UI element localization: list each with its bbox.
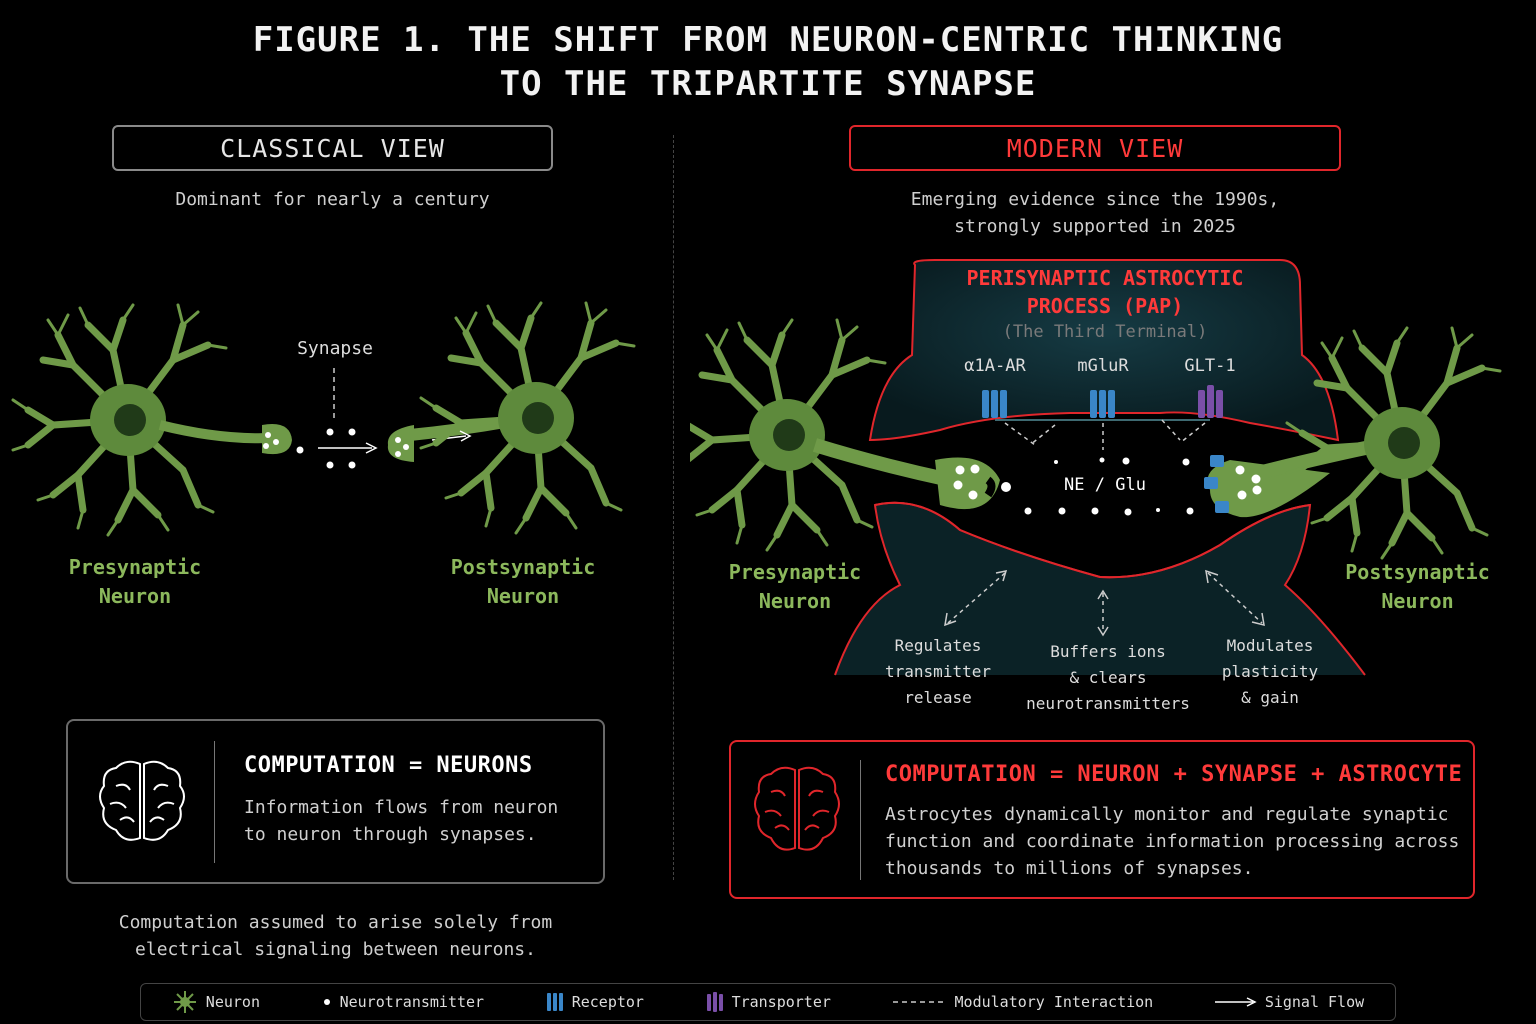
- receptor-label-mglur: mGluR: [1077, 356, 1129, 376]
- figure-title: FIGURE 1. THE SHIFT FROM NEURON-CENTRIC …: [0, 18, 1536, 106]
- classical-subtitle: Dominant for nearly a century: [175, 189, 490, 210]
- transmitter-label: NE / Glu: [1064, 475, 1146, 495]
- modern-card-body-line-1: Astrocytes dynamically monitor and regul…: [885, 804, 1449, 825]
- function-2-line-2: & clears: [1069, 668, 1147, 687]
- modern-card-separator: [860, 760, 861, 880]
- classical-presynaptic-label-line-1: Presynaptic: [68, 555, 202, 579]
- classical-computation-card: COMPUTATION = NEURONS Information flows …: [66, 719, 605, 884]
- modern-postsynaptic-neuron: [1287, 328, 1500, 558]
- legend-signal-flow-label: Signal Flow: [1264, 993, 1365, 1011]
- pap-title-line-2: PROCESS (PAP): [1026, 294, 1184, 318]
- figure-title-line-1: FIGURE 1. THE SHIFT FROM NEURON-CENTRIC …: [252, 20, 1284, 60]
- legend-modulatory-label: Modulatory Interaction: [954, 993, 1154, 1011]
- legend-item-receptor: Receptor: [546, 991, 644, 1013]
- modern-presynaptic-label-line-1: Presynaptic: [728, 560, 862, 584]
- legend-item-neurotransmitter: Neurotransmitter: [322, 993, 485, 1011]
- function-regulates-release: Regulates transmitter release: [868, 633, 1008, 711]
- legend-item-neuron: Neuron: [172, 989, 260, 1015]
- modern-presynaptic-neuron: [690, 320, 885, 550]
- legend-neurotransmitter-label: Neurotransmitter: [339, 993, 485, 1011]
- legend-item-modulatory: Modulatory Interaction: [892, 993, 1154, 1011]
- transporter-label-glt1: GLT-1: [1184, 356, 1236, 376]
- modern-postsynaptic-label-line-2: Neuron: [1381, 589, 1454, 613]
- modern-presynaptic-label: Presynaptic Neuron: [720, 558, 870, 616]
- legend-item-transporter: Transporter: [706, 991, 831, 1013]
- classical-view-header: CLASSICAL VIEW: [112, 125, 553, 171]
- classical-presynaptic-neuron: [13, 305, 226, 535]
- synapse-label: Synapse: [297, 338, 373, 359]
- legend-neuron-label: Neuron: [205, 993, 260, 1011]
- modern-card-body-line-3: thousands to millions of synapses.: [885, 858, 1254, 879]
- classical-postsynaptic-neuron: [421, 303, 634, 533]
- modern-view-header: MODERN VIEW: [849, 125, 1341, 171]
- classical-presynaptic-label-line-2: Neuron: [98, 584, 172, 608]
- modern-subtitle: Emerging evidence since the 1990s, stron…: [849, 186, 1341, 240]
- classical-presynaptic-label: Presynaptic Neuron: [40, 553, 230, 611]
- tripartite-synapse-diagram: [690, 259, 1530, 676]
- function-modulates-plasticity: Modulates plasticity & gain: [1200, 633, 1340, 711]
- dashed-line-legend-icon: [892, 1001, 947, 1003]
- modern-card-body-line-2: function and coordinate information proc…: [885, 831, 1460, 852]
- function-1-line-3: release: [904, 688, 972, 707]
- modern-card-title: COMPUTATION = NEURON + SYNAPSE + ASTROCY…: [885, 762, 1463, 787]
- modern-computation-card: COMPUTATION = NEURON + SYNAPSE + ASTROCY…: [729, 740, 1475, 899]
- function-3-line-3: & gain: [1241, 688, 1299, 707]
- glt1-transporter-icon: [1198, 385, 1223, 418]
- modern-postsynaptic-label: Postsynaptic Neuron: [1340, 558, 1495, 616]
- modern-subtitle-line-2: strongly supported in 2025: [954, 216, 1236, 237]
- legend-receptor-label: Receptor: [571, 993, 644, 1011]
- legend: Neuron Neurotransmitter Receptor Transpo…: [140, 983, 1396, 1021]
- classical-card-body: Information flows from neuron to neuron …: [244, 794, 558, 848]
- pap-subtitle: (The Third Terminal): [1002, 322, 1208, 342]
- modern-postsynaptic-label-line-1: Postsynaptic: [1345, 560, 1490, 584]
- classical-postsynaptic-label-line-1: Postsynaptic: [450, 555, 596, 579]
- pap-title-line-1: PERISYNAPTIC ASTROCYTIC: [966, 266, 1244, 290]
- classical-postsynaptic-label: Postsynaptic Neuron: [423, 553, 623, 611]
- legend-item-signal-flow: Signal Flow: [1214, 993, 1365, 1011]
- modern-subtitle-line-1: Emerging evidence since the 1990s,: [910, 189, 1280, 210]
- classical-footnote-line-1: Computation assumed to arise solely from: [118, 912, 553, 933]
- classical-card-title: COMPUTATION = NEURONS: [244, 753, 533, 778]
- function-2-line-1: Buffers ions: [1050, 642, 1166, 661]
- brain-icon: [99, 760, 185, 841]
- classical-card-separator: [214, 741, 215, 863]
- function-3-line-1: Modulates: [1226, 636, 1314, 655]
- neurotransmitter-legend-icon: [323, 999, 330, 1005]
- panel-divider: [673, 135, 674, 880]
- classical-footnote-line-2: electrical signaling between neurons.: [135, 939, 536, 960]
- function-2-line-3: neurotransmitters: [1026, 694, 1190, 713]
- function-buffers-ions: Buffers ions & clears neurotransmitters: [1023, 639, 1193, 717]
- pap-title: PERISYNAPTIC ASTROCYTIC PROCESS (PAP): [910, 264, 1300, 320]
- receptor-label-alpha1a-ar: α1A-AR: [964, 356, 1026, 376]
- classical-card-body-line-1: Information flows from neuron: [244, 797, 559, 818]
- function-1-line-1: Regulates: [894, 636, 982, 655]
- receptor-legend-icon: [546, 993, 563, 1011]
- figure-title-line-2: TO THE TRIPARTITE SYNAPSE: [499, 64, 1037, 104]
- alpha1a-ar-receptor-icon: [982, 390, 1007, 418]
- classical-postsynaptic-label-line-2: Neuron: [486, 584, 560, 608]
- neuron-legend-icon: [173, 991, 196, 1013]
- legend-transporter-label: Transporter: [731, 993, 831, 1011]
- classical-footnote: Computation assumed to arise solely from…: [66, 909, 605, 963]
- modern-presynaptic-label-line-2: Neuron: [758, 589, 832, 613]
- function-3-line-2: plasticity: [1221, 662, 1319, 681]
- function-1-line-2: transmitter: [885, 662, 991, 681]
- transporter-legend-icon: [706, 992, 723, 1012]
- modern-card-body: Astrocytes dynamically monitor and regul…: [885, 801, 1459, 882]
- classical-synapse-diagram: [0, 290, 670, 550]
- classical-card-body-line-2: to neuron through synapses.: [244, 824, 537, 845]
- arrow-legend-icon: [1214, 997, 1257, 1007]
- brain-icon-red: [754, 766, 840, 851]
- mglur-receptor-icon: [1090, 390, 1115, 418]
